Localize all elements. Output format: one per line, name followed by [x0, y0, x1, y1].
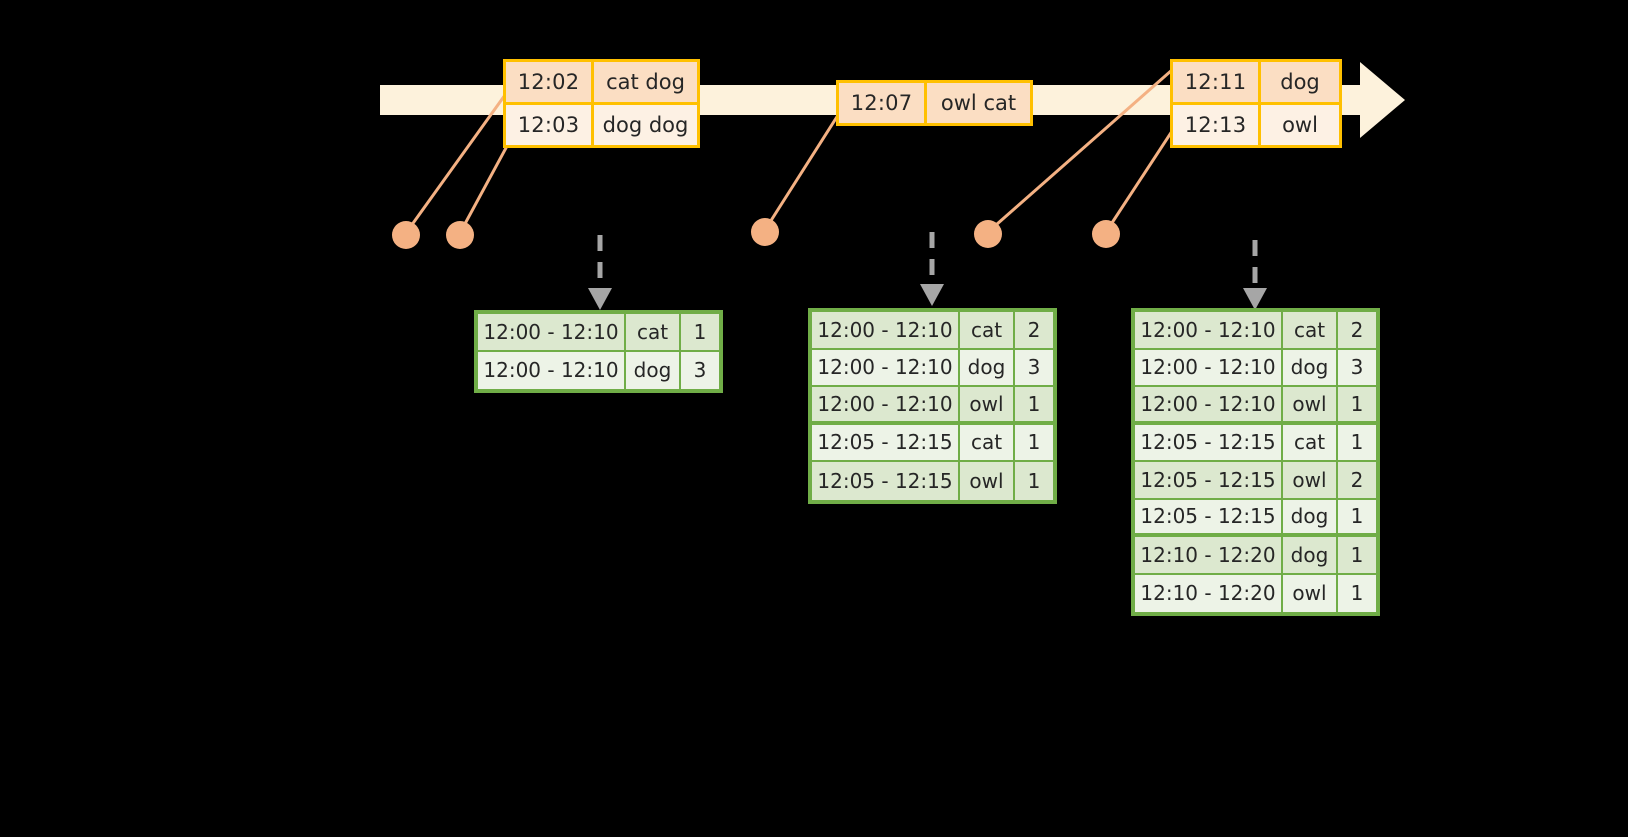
cell-count: 1: [1338, 500, 1376, 537]
event-time: 12:11: [1173, 62, 1261, 102]
cell-count: 2: [1338, 312, 1376, 350]
cell-count: 1: [1338, 425, 1376, 462]
dot-2: [446, 221, 474, 249]
event-words: dog: [1280, 70, 1320, 94]
cell-word: owl: [1283, 574, 1338, 612]
event-row[interactable]: 12:02 cat dog: [506, 62, 697, 102]
cell-word: owl: [1283, 387, 1338, 425]
cell-count: 3: [1338, 350, 1376, 387]
cell-word: owl: [1283, 462, 1338, 500]
cell-word: cat: [626, 314, 681, 352]
cell-count: 1: [1015, 425, 1053, 462]
cell-window: 12:05 - 12:15: [812, 462, 960, 500]
cell-window: 12:10 - 12:20: [1135, 574, 1283, 612]
cell-count: 1: [1338, 537, 1376, 575]
cell-window: 12:00 - 12:10: [478, 351, 626, 389]
cell-window: 12:05 - 12:15: [1135, 462, 1283, 500]
cell-window: 12:05 - 12:15: [1135, 499, 1283, 537]
cell-count: 1: [681, 314, 719, 352]
cell-window: 12:00 - 12:10: [1135, 312, 1283, 350]
cell-word: owl: [960, 462, 1015, 500]
cell-word: dog: [1283, 499, 1338, 537]
connector-dots: [392, 218, 1120, 249]
cell-word: owl: [960, 387, 1015, 425]
cell-word: cat: [960, 424, 1015, 462]
cell-count: 1: [1015, 387, 1053, 425]
event-words: owl: [1282, 113, 1318, 137]
event-time: 12:02: [506, 62, 594, 102]
cell-window: 12:00 - 12:10: [812, 349, 960, 387]
event-row[interactable]: 12:11 dog: [1173, 62, 1339, 102]
cell-count: 1: [1027, 468, 1041, 493]
event-words: cat dog: [606, 70, 685, 94]
event-row[interactable]: 12:07 owl cat: [839, 83, 1030, 123]
dot-1: [392, 221, 420, 249]
event-words: owl cat: [940, 91, 1017, 115]
dot-4: [974, 220, 1002, 248]
cell-count: 3: [693, 358, 707, 383]
cell-word: dog: [1283, 537, 1338, 575]
cell-count: 1: [1350, 581, 1364, 606]
cell-word: cat: [1283, 424, 1338, 462]
table-down-arrows: [597, 232, 1258, 288]
cell-window: 12:00 - 12:10: [1135, 387, 1283, 425]
event-time: 12:13: [1173, 105, 1261, 145]
event-time: 12:07: [839, 83, 927, 123]
cell-count: 2: [1338, 462, 1376, 500]
cell-word: cat: [1283, 312, 1338, 350]
table-down-arrowheads: [588, 284, 1267, 310]
cell-count: 2: [1015, 312, 1053, 350]
event-group-1[interactable]: 12:02 cat dog 12:03 dog dog: [503, 59, 700, 148]
cell-window: 12:00 - 12:10: [812, 312, 960, 350]
dot-5: [1092, 220, 1120, 248]
cell-count: 1: [1338, 387, 1376, 425]
cell-word: cat: [960, 312, 1015, 350]
cell-window: 12:05 - 12:15: [1135, 424, 1283, 462]
cell-window: 12:10 - 12:20: [1135, 537, 1283, 575]
cell-window: 12:00 - 12:10: [478, 314, 626, 352]
cell-word: dog: [626, 351, 681, 389]
cell-window: 12:00 - 12:10: [1135, 349, 1283, 387]
event-group-2[interactable]: 12:07 owl cat: [836, 80, 1033, 126]
event-time: 12:03: [506, 105, 594, 145]
event-words: dog dog: [602, 113, 689, 137]
event-row[interactable]: 12:13 owl: [1173, 102, 1339, 145]
cell-window: 12:00 - 12:10: [812, 387, 960, 425]
cell-count: 3: [1015, 350, 1053, 387]
cell-word: dog: [1283, 349, 1338, 387]
cell-word: dog: [960, 349, 1015, 387]
dot-3: [751, 218, 779, 246]
event-row[interactable]: 12:03 dog dog: [506, 102, 697, 145]
cell-window: 12:05 - 12:15: [812, 424, 960, 462]
event-group-3[interactable]: 12:11 dog 12:13 owl: [1170, 59, 1342, 148]
